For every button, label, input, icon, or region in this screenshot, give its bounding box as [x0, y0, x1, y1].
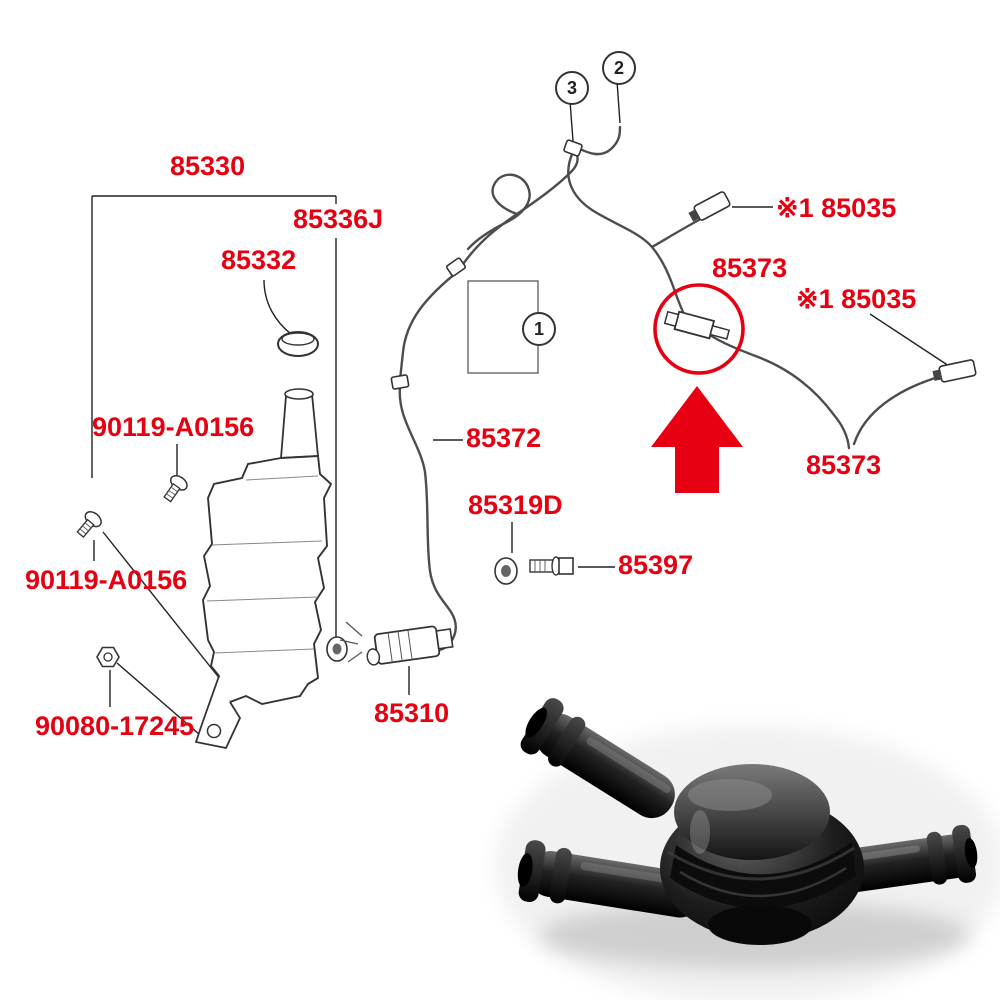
part-label-90119-lower: 90119-A0156: [25, 565, 188, 595]
highlight-arrow-up: [651, 386, 743, 493]
part-label-85035-right: ※1 85035: [796, 284, 917, 314]
hose-85372-upper: [398, 267, 463, 382]
hose-top-left: [459, 147, 579, 269]
part-label-85373-lower: 85373: [806, 450, 882, 480]
part-label-85310: 85310: [374, 698, 450, 728]
hose-far-right: [852, 372, 950, 446]
nut-90080: [96, 646, 120, 668]
part-label-85372: 85372: [466, 423, 542, 453]
callout-2: 2: [602, 51, 636, 85]
highlighted-joint: [663, 310, 731, 340]
part-label-85373-upper: 85373: [712, 253, 788, 283]
screw-85397: [529, 556, 574, 576]
part-label-85330: 85330: [170, 151, 246, 181]
grommet-85319D: [494, 557, 518, 585]
highlight-circle: [653, 283, 745, 375]
hose-branch-connector: [650, 218, 701, 249]
hose-clips: [390, 139, 583, 390]
bolt-90119-lower: [76, 511, 102, 538]
hose-85372-lower: [398, 384, 457, 651]
part-label-90080: 90080-17245: [35, 711, 195, 741]
washer-reservoir-tank: [194, 331, 348, 750]
callout-3: 3: [555, 71, 589, 105]
callout-1: 1: [522, 312, 556, 346]
washer-pump: [339, 621, 454, 666]
valve-left-barb: [517, 840, 703, 918]
product-photo-washer-valve: [495, 698, 1000, 1000]
hose-85373-lower: [706, 332, 851, 450]
part-label-85319D: 85319D: [468, 490, 563, 520]
reservoir-cap: [277, 331, 319, 357]
part-label-85332: 85332: [221, 245, 297, 275]
bolt-90119-upper: [163, 475, 188, 503]
part-label-90119-upper: 90119-A0156: [92, 412, 255, 442]
hose-85373-upper: [567, 150, 686, 316]
hose-to-nozzle-2: [572, 125, 622, 156]
leader-lines: [91, 80, 950, 736]
connector-85035-upper: [688, 191, 731, 222]
part-label-85035-upper: ※1 85035: [776, 193, 897, 223]
connector-85035-right: [932, 359, 977, 383]
part-label-85336J: 85336J: [293, 204, 384, 234]
grommet-85336J: [326, 636, 348, 662]
hose-loop: [466, 173, 531, 251]
valve-top-barb: [520, 698, 675, 819]
part-label-85397: 85397: [618, 550, 694, 580]
